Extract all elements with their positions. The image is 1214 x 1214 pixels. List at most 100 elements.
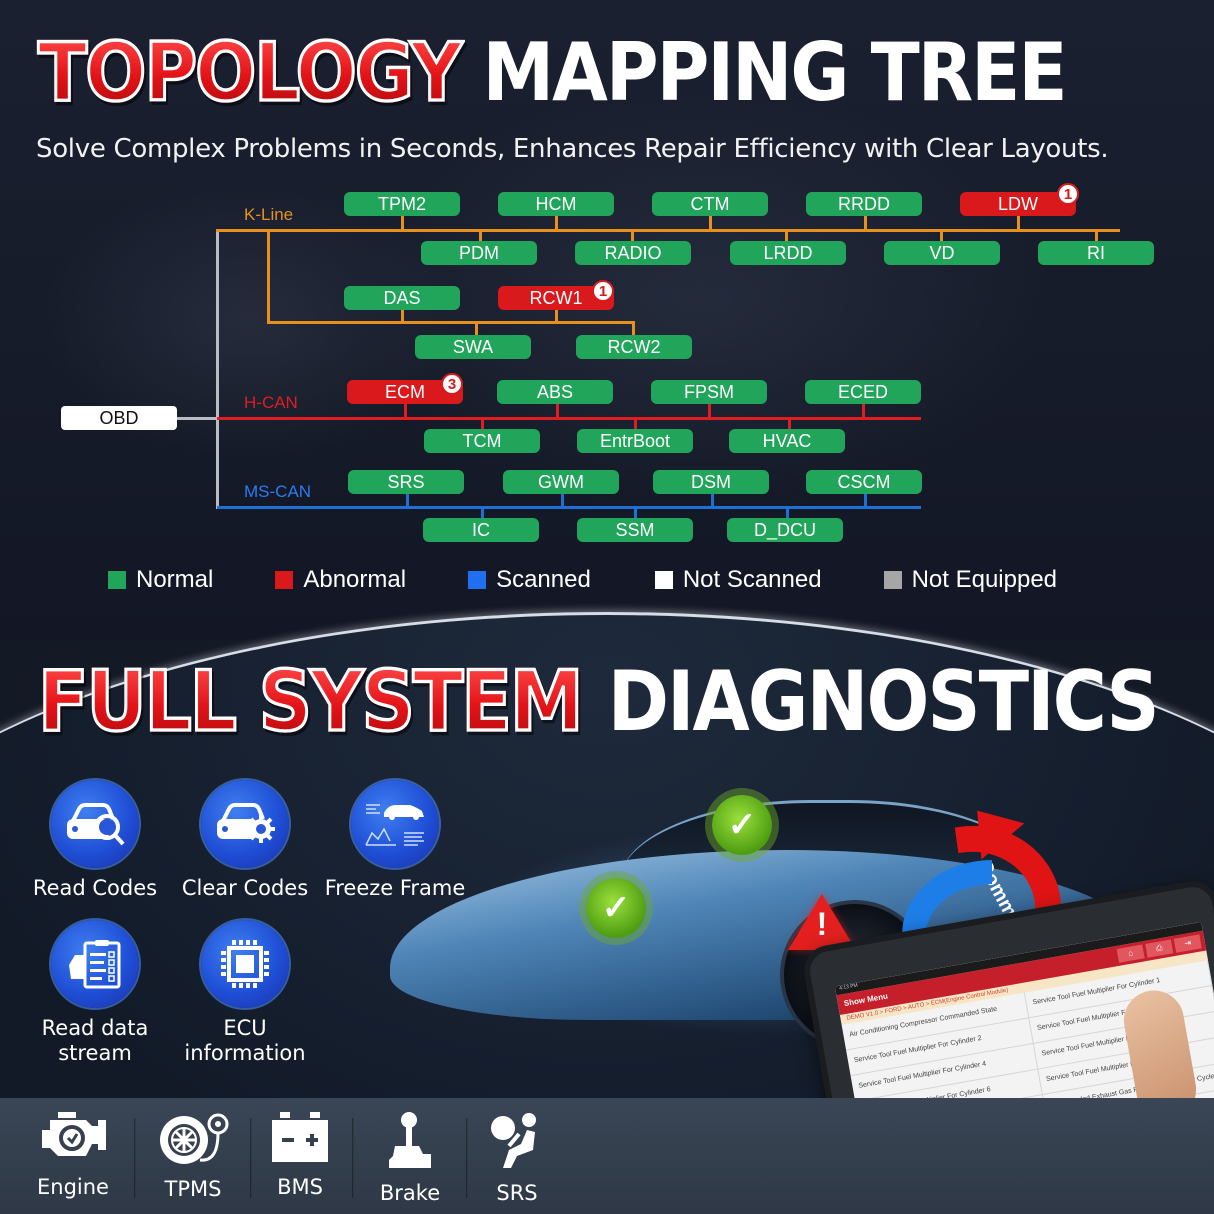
system-tpms: TPMS [138, 1110, 248, 1201]
module-node[interactable]: HCM [498, 192, 614, 216]
legend-swatch [883, 571, 902, 589]
module-node[interactable]: FPSM [651, 380, 767, 404]
module-node[interactable]: ECED [805, 380, 921, 404]
feature-label: Read data stream [20, 1016, 170, 1066]
legend-item-normal: Normal [108, 566, 213, 594]
tire-pressure-icon [160, 1113, 229, 1164]
module-node[interactable]: ABS [497, 380, 613, 404]
module-node[interactable]: TPM2 [344, 192, 460, 216]
feature-ecu-information: ECU information [170, 920, 320, 1066]
drop-line [1017, 216, 1020, 230]
module-node[interactable]: PDM [421, 241, 537, 265]
system-brake: Brake [355, 1110, 465, 1205]
module-node[interactable]: SSM [577, 518, 693, 542]
module-node[interactable]: CTM [652, 192, 768, 216]
feature-label: ECU information [170, 1016, 320, 1066]
feature-label: Read Codes [32, 876, 158, 900]
car-search-icon [51, 780, 139, 868]
warning-triangle-icon [788, 894, 856, 950]
headline-white: MAPPING TREE [482, 24, 1067, 120]
module-node[interactable]: D_DCU [727, 518, 843, 542]
module-node[interactable]: SRS [348, 470, 464, 494]
legend-label: Not Equipped [911, 566, 1058, 593]
topology-tree: K-Line H-CAN MS-CAN OBD TPM2 HCM CTM RRD… [61, 183, 1154, 542]
system-bms: BMS [245, 1110, 355, 1199]
drop-line [786, 507, 789, 519]
system-engine: Engine [18, 1110, 128, 1199]
legend-item-not-scanned: Not Scanned [654, 566, 822, 594]
module-node[interactable]: DSM [653, 470, 769, 494]
engine-icon [42, 1112, 106, 1156]
home-button[interactable]: ⌂ [1116, 944, 1145, 963]
module-node[interactable]: SWA [415, 335, 531, 359]
drop-line [708, 404, 711, 418]
k-line-sub-vertical [267, 230, 270, 324]
module-node[interactable]: EntrBoot [577, 429, 693, 453]
module-node[interactable]: IC [423, 518, 539, 542]
drop-line [475, 322, 478, 335]
system-label: Brake [379, 1181, 441, 1205]
battery-icon [272, 1112, 328, 1162]
legend-swatch [468, 571, 487, 589]
system-label: BMS [277, 1175, 323, 1199]
drop-line [631, 230, 634, 242]
divider [250, 1118, 252, 1198]
screen-title: Show Menu [843, 991, 889, 1009]
legend-item-not-equipped: Not Equipped [883, 566, 1058, 594]
drop-line [404, 404, 407, 418]
legend-item-scanned: Scanned [468, 566, 591, 594]
module-node[interactable]: DAS [344, 286, 460, 310]
module-node[interactable]: RRDD [806, 192, 922, 216]
legend-label: Scanned [496, 566, 591, 593]
legend-label: Abnormal [303, 566, 407, 593]
drop-line [401, 216, 404, 230]
headline-red: TOPOLOGY [36, 24, 463, 120]
system-label: TPMS [164, 1177, 222, 1201]
module-node[interactable]: VD [884, 241, 1000, 265]
legend-label: Not Scanned [682, 566, 822, 593]
drop-line [555, 309, 558, 322]
airbag-icon [491, 1113, 536, 1168]
gear-shift-icon [389, 1112, 431, 1168]
drop-line [711, 494, 714, 507]
data-stream-icon [51, 920, 139, 1008]
drop-line [1095, 230, 1098, 242]
feature-label: Clear Codes [181, 876, 309, 900]
module-node[interactable]: CSCM [806, 470, 922, 494]
drop-line [634, 418, 637, 430]
h-can-bus [217, 417, 921, 420]
exit-button[interactable]: ⇥ [1173, 934, 1202, 953]
module-node-abnormal[interactable]: LDW [960, 192, 1076, 216]
system-bar [0, 1098, 1214, 1214]
fault-count-badge: 1 [592, 280, 614, 302]
fault-count-badge: 3 [441, 373, 463, 395]
legend-item-abnormal: Abnormal [275, 566, 406, 594]
topology-headline: TOPOLOGY MAPPING TREE [36, 22, 1067, 122]
drop-line [709, 216, 712, 230]
drop-line [788, 418, 791, 430]
bus-label-ms-can: MS-CAN [244, 482, 312, 501]
module-node[interactable]: TCM [424, 429, 540, 453]
system-label: SRS [496, 1181, 538, 1205]
module-node[interactable]: RI [1038, 241, 1154, 265]
divider [134, 1118, 136, 1198]
feature-label-line: stream [58, 1041, 132, 1065]
status-legend: Normal Abnormal Scanned Not Scanned Not … [108, 566, 1119, 594]
feature-label-line: information [184, 1041, 306, 1065]
drop-line [481, 418, 484, 430]
module-node[interactable]: LRDD [730, 241, 846, 265]
headline-red: FULL SYSTEM [37, 653, 586, 751]
drop-line [401, 309, 404, 322]
check-ok-icon: ✓ [586, 878, 646, 938]
topology-subtitle: Solve Complex Problems in Seconds, Enhan… [36, 134, 1109, 164]
headline-white: DIAGNOSTICS [607, 653, 1160, 751]
feature-label-line: Read data [41, 1016, 149, 1040]
feature-label: Freeze Frame [324, 876, 466, 900]
module-node[interactable]: HVAC [729, 429, 845, 453]
print-button[interactable]: ⎙ [1145, 939, 1174, 958]
module-node[interactable]: RADIO [575, 241, 691, 265]
module-node[interactable]: RCW2 [576, 335, 692, 359]
legend-swatch [654, 571, 673, 589]
module-node[interactable]: GWM [503, 470, 619, 494]
obd-root-node[interactable]: OBD [61, 406, 177, 430]
